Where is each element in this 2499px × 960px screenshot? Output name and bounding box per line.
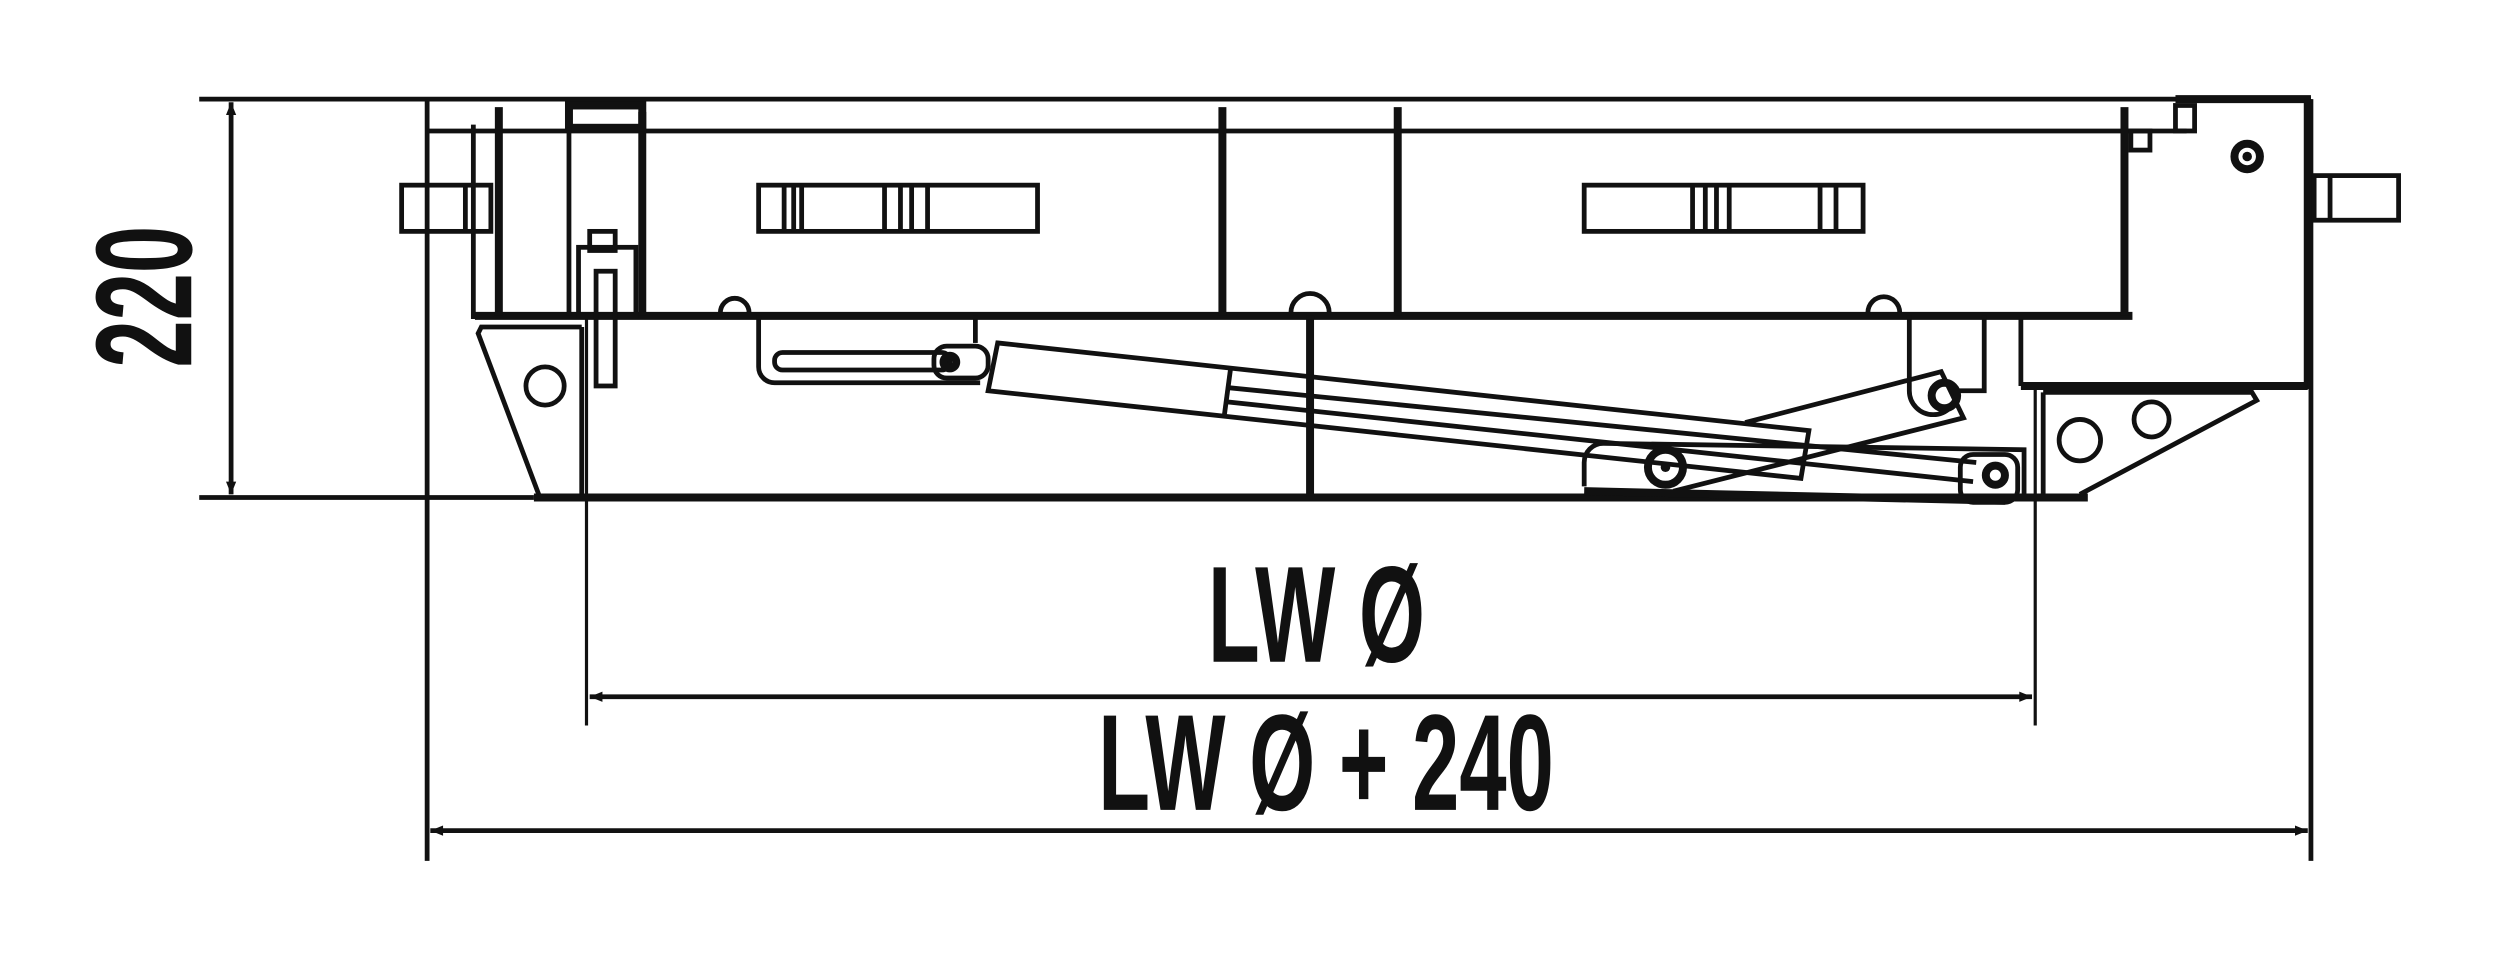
frame (427, 101, 2187, 502)
height-dimension-label: 220 (69, 226, 222, 368)
left-bracket (399, 182, 582, 496)
outer-width-label: LW Ø + 240 (1098, 687, 1554, 840)
grille-right (1581, 182, 1866, 234)
outer-width-dimension: LW Ø + 240 (430, 687, 2308, 840)
lever-arm (1581, 315, 2027, 505)
gas-strut (931, 340, 2021, 505)
right-housing (2018, 95, 2401, 497)
inner-width-label: LW Ø (1208, 539, 1425, 692)
grille-left (756, 182, 1040, 234)
hinge-knobs (717, 291, 1903, 313)
height-dimension: 220 (69, 102, 237, 495)
slot-guide (756, 315, 981, 386)
fastener-icon (2230, 139, 2264, 174)
inner-width-dimension: LW Ø (589, 539, 2033, 702)
right-handle (2311, 173, 2401, 223)
left-handle (399, 182, 494, 234)
